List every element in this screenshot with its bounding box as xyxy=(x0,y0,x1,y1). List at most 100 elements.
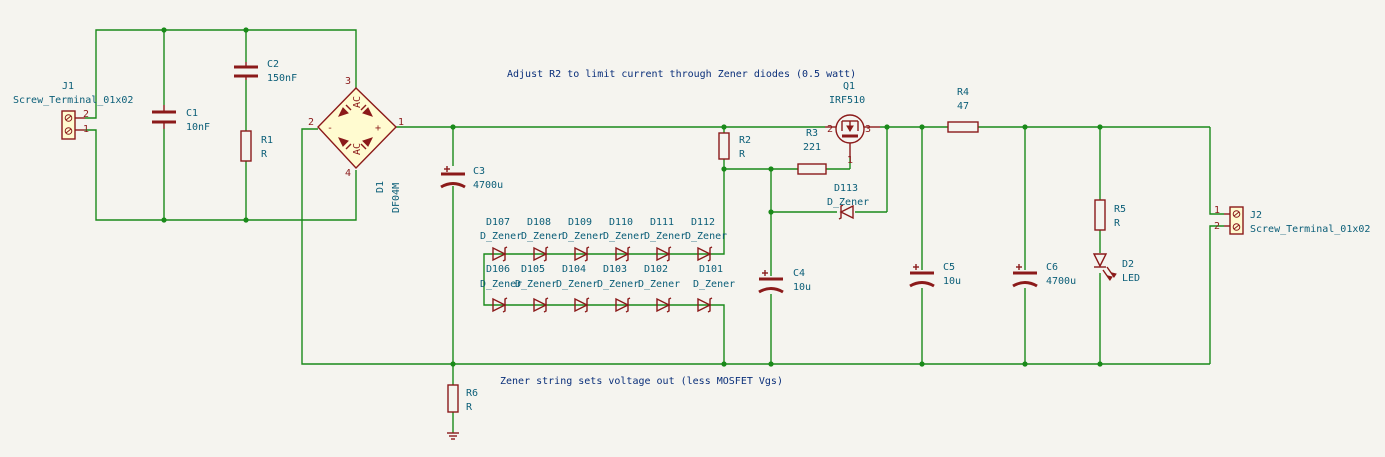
d2-value: LED xyxy=(1122,273,1140,284)
c5-ref: C5 xyxy=(943,262,955,273)
note-top: Adjust R2 to limit current through Zener… xyxy=(507,69,856,80)
r4-resistor: R4 47 xyxy=(947,87,979,133)
d113-ref: D113 xyxy=(834,183,858,194)
d1-pin1: 1 xyxy=(398,117,404,128)
r5-ref: R5 xyxy=(1114,204,1126,215)
c4-value: 10u xyxy=(793,282,811,293)
zener-ref: D111 xyxy=(650,217,674,228)
zener-value: D_Zener xyxy=(556,279,598,290)
c2-value: 150nF xyxy=(267,73,297,84)
d1-minus: - xyxy=(327,123,333,134)
j2-pin1: 1 xyxy=(1214,205,1220,216)
d1-ref: D1 xyxy=(375,181,386,193)
j1-screw-terminal: J1 Screw_Terminal_01x02 2 1 xyxy=(13,81,133,140)
r3-value: 221 xyxy=(803,142,821,153)
c5-polarized-capacitor: C5 10u xyxy=(909,262,961,288)
r1-value: R xyxy=(261,149,268,160)
j1-pin1: 1 xyxy=(83,124,89,135)
zener-ref: D110 xyxy=(609,217,633,228)
junctions xyxy=(161,27,1103,367)
zener-value: D_Zener xyxy=(638,279,680,290)
r3-resistor: R3 221 xyxy=(797,128,827,175)
zener-string-top: D107D_ZenerD108D_ZenerD109D_ZenerD110D_Z… xyxy=(480,217,727,262)
j1-value: Screw_Terminal_01x02 xyxy=(13,95,133,106)
j2-value: Screw_Terminal_01x02 xyxy=(1250,224,1370,235)
wires xyxy=(85,29,1224,433)
q1-pin1: 1 xyxy=(847,155,853,166)
j2-pin2: 2 xyxy=(1214,221,1220,232)
zener-value: D_Zener xyxy=(480,231,522,242)
c1-ref: C1 xyxy=(186,108,198,119)
q1-pin2: 2 xyxy=(827,124,833,135)
c3-ref: C3 xyxy=(473,166,485,177)
zener-value: D_Zener xyxy=(562,231,604,242)
d2-led: D2 LED xyxy=(1092,253,1140,284)
c6-polarized-capacitor: C6 4700u xyxy=(1012,262,1076,288)
r2-ref: R2 xyxy=(739,135,751,146)
j1-pin2: 2 xyxy=(83,109,89,120)
r1-ref: R1 xyxy=(261,135,273,146)
c2-ref: C2 xyxy=(267,59,279,70)
q1-pin3: 3 xyxy=(865,124,871,135)
c3-polarized-capacitor: C3 4700u xyxy=(440,166,503,191)
zener-ref: D102 xyxy=(644,264,668,275)
note-bottom: Zener string sets voltage out (less MOSF… xyxy=(500,376,783,387)
zener-ref: D109 xyxy=(568,217,592,228)
zener-string-bottom: D106D_ZenerD105D_ZenerD104D_ZenerD103D_Z… xyxy=(480,264,735,313)
zener-value: D_Zener xyxy=(693,279,735,290)
zener-value: D_Zener xyxy=(521,231,563,242)
d1-pin2: 2 xyxy=(308,117,314,128)
c5-value: 10u xyxy=(943,276,961,287)
zener-value: D_Zener xyxy=(603,231,645,242)
r6-resistor: R6 R xyxy=(447,384,478,413)
q1-ref: Q1 xyxy=(843,81,855,92)
d2-ref: D2 xyxy=(1122,259,1134,270)
r3-ref: R3 xyxy=(806,128,818,139)
r5-resistor: R5 R xyxy=(1094,199,1126,231)
c6-ref: C6 xyxy=(1046,262,1058,273)
r1-resistor: R1 R xyxy=(240,130,273,162)
q1-mosfet: Q1 IRF510 2 3 1 xyxy=(825,81,880,166)
d1-pin4: 4 xyxy=(345,168,351,179)
c1-capacitor: C1 10nF xyxy=(152,105,210,133)
zener-ref: D101 xyxy=(699,264,723,275)
r2-resistor: R2 R xyxy=(718,132,751,160)
d1-ac-top: AC xyxy=(352,96,363,108)
c2-capacitor: C2 150nF xyxy=(234,59,297,84)
j2-screw-terminal: J2 Screw_Terminal_01x02 1 2 xyxy=(1214,205,1370,235)
r5-value: R xyxy=(1114,218,1121,229)
d113-zener-diode: D113 D_Zener xyxy=(827,183,869,220)
zener-value: D_Zener xyxy=(597,279,639,290)
j2-ref: J2 xyxy=(1250,210,1262,221)
r4-ref: R4 xyxy=(957,87,969,98)
zener-ref: D104 xyxy=(562,264,586,275)
q1-value: IRF510 xyxy=(829,95,865,106)
c3-value: 4700u xyxy=(473,180,503,191)
zener-ref: D103 xyxy=(603,264,627,275)
d1-pin3: 3 xyxy=(345,76,351,87)
r2-value: R xyxy=(739,149,746,160)
d1-plus: + xyxy=(375,123,381,134)
d1-bridge-rectifier: 3 4 2 1 + - AC AC D1 DF04M xyxy=(308,76,404,213)
d1-ac-bottom: AC xyxy=(352,143,363,155)
c4-ref: C4 xyxy=(793,268,805,279)
zener-value: D_Zener xyxy=(644,231,686,242)
d1-value: DF04M xyxy=(391,183,402,213)
c1-value: 10nF xyxy=(186,122,210,133)
c6-value: 4700u xyxy=(1046,276,1076,287)
zener-value: D_Zener xyxy=(515,279,557,290)
j1-ref: J1 xyxy=(62,81,74,92)
ground-icon xyxy=(447,432,459,440)
zener-ref: D112 xyxy=(691,217,715,228)
zener-ref: D106 xyxy=(486,264,510,275)
zener-ref: D105 xyxy=(521,264,545,275)
